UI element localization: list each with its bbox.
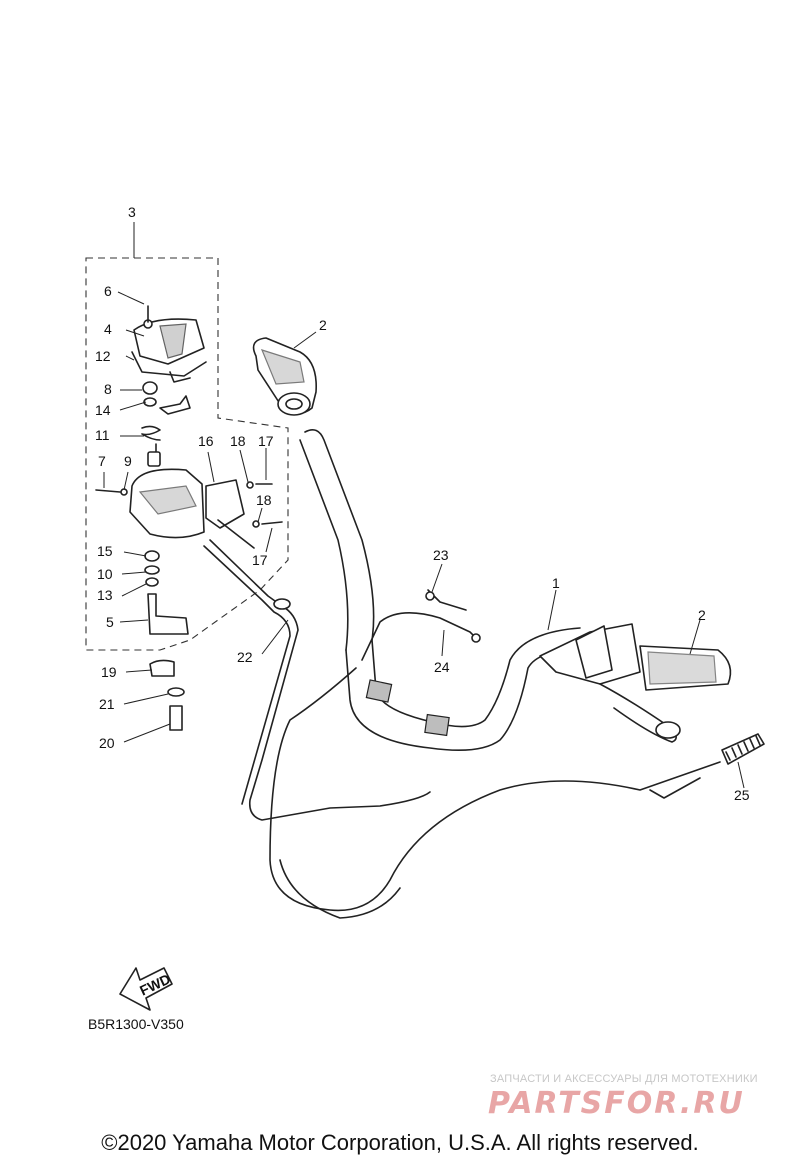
- callout-16: 16: [198, 433, 214, 449]
- callout-25: 25: [734, 787, 750, 803]
- callout-24: 24: [434, 659, 450, 675]
- throttle-cover: [131, 318, 207, 383]
- callout-23: 23: [433, 547, 449, 563]
- diagram-code: B5R1300-V350: [88, 1016, 184, 1032]
- callout-5: 5: [106, 614, 114, 630]
- callout-14: 14: [95, 402, 111, 418]
- callout-4: 4: [104, 321, 112, 337]
- callout-21: 21: [99, 696, 115, 712]
- watermark-tagline: ЗАПЧАСТИ И АКСЕССУАРЫ ДЛЯ МОТОТЕХНИКИ: [490, 1073, 758, 1085]
- fwd-label: FWD: [137, 971, 173, 999]
- callout-6: 6: [104, 283, 112, 299]
- callout-17b: 17: [252, 552, 268, 568]
- callout-1: 1: [552, 575, 560, 591]
- left-grip: [252, 337, 317, 416]
- callout-13: 13: [97, 587, 113, 603]
- leader-lines: [103, 291, 745, 789]
- callout-17a: 17: [258, 433, 274, 449]
- clutch-cable: [269, 589, 765, 919]
- callout-22: 22: [237, 649, 253, 665]
- callout-9: 9: [124, 453, 132, 469]
- callout-19: 19: [101, 664, 117, 680]
- copyright: ©2020 Yamaha Motor Corporation, U.S.A. A…: [101, 1130, 699, 1155]
- throttle-housing: [129, 468, 255, 549]
- callout-12: 12: [95, 348, 111, 364]
- callout-18b: 18: [256, 492, 272, 508]
- handlebar: [299, 429, 581, 752]
- callout-10: 10: [97, 566, 113, 582]
- fwd-arrow: FWD: [119, 967, 173, 1011]
- assembly-outline: [85, 257, 289, 651]
- callout-2-left: 2: [319, 317, 327, 333]
- callout-2-right: 2: [698, 607, 706, 623]
- callout-18a: 18: [230, 433, 246, 449]
- watermark-logo: PARTSFOR.RU: [488, 1086, 745, 1119]
- throttle-cable: [203, 539, 431, 821]
- callout-15: 15: [97, 543, 113, 559]
- callout-11: 11: [95, 427, 110, 443]
- right-grip-assembly: [539, 623, 732, 743]
- callout-20: 20: [99, 735, 115, 751]
- watermark-logo-text: PARTSFOR.RU: [488, 1086, 745, 1119]
- callout-8: 8: [104, 381, 112, 397]
- callout-7: 7: [98, 453, 106, 469]
- callout-3: 3: [128, 204, 136, 220]
- callout-labels: 3 6 4 12 8 14 11 7 9 16 18 17 18 17 15 1…: [95, 204, 750, 803]
- hardware: [95, 305, 283, 731]
